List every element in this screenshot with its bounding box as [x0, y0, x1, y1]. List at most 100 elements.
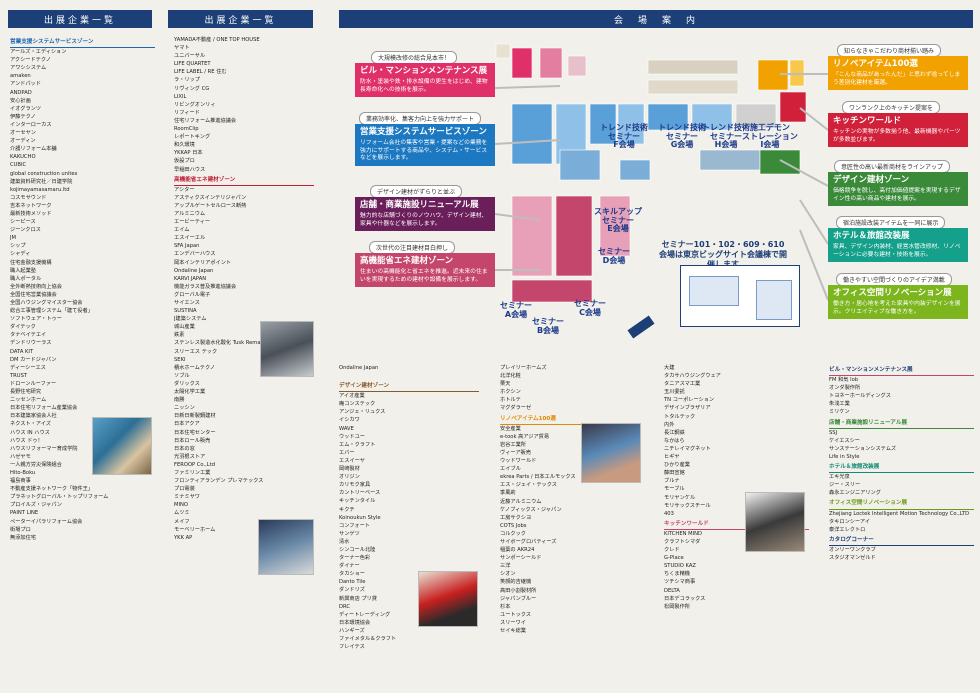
exhibitor-name: ダンドリズ [339, 587, 365, 594]
exhibitor-name: モーブル [664, 486, 685, 493]
exhibitor-name: J建築システム [174, 316, 207, 323]
booth-block [759, 149, 801, 175]
exhibitor-name: 日本の窓 [174, 445, 195, 452]
zone-desc: 防水・塗装や鉄・排水設備の更生をはじめ、建物長寿命化への技術を展示。 [360, 79, 488, 93]
exhibitor-name: フロンティアランデン プレマテックス [174, 478, 264, 485]
section-title: オフィス空間リノベーション展 [829, 499, 974, 509]
section-title: デザイン建材ゾーン [339, 382, 479, 392]
seminar-note: セミナー101・102・609・610 会場は東京ビッグサイト会議棟で開催します [659, 240, 787, 269]
exhibitor-photo [418, 571, 478, 627]
exhibitor-name: ジーンクロス [10, 227, 41, 234]
exhibitor-name: 岩谷工業所 [500, 441, 526, 448]
section-title: 店舗・商業施設リニューアル展 [829, 419, 974, 429]
exhibitor-name: 杉本 [500, 603, 511, 610]
exhibitor-name: 住宅リフォーム推進協議会 [174, 117, 237, 124]
exhibitor-name: エービーティー [174, 219, 211, 226]
exhibitor-name: ファイメタル＆クラフト [339, 636, 397, 642]
exhibitor-name: 全国住宅営業協議会 [10, 291, 57, 298]
booth-block [699, 149, 761, 171]
booth-block [559, 149, 601, 181]
exhibitor-name: オーセヤン [10, 130, 36, 137]
conference-building-inset [680, 265, 800, 327]
exhibitor-name: 一人親方労災保険組合 [10, 461, 62, 468]
exhibitor-name: 光羽根ストア [174, 453, 206, 460]
exhibitor-name: ターナー色彩 [339, 555, 371, 562]
connector-line [494, 139, 561, 145]
exhibitor-name: 季風莉 [500, 490, 516, 497]
exhibitor-name: リビングオンリィ [174, 101, 216, 108]
exhibitor-name: Danto Tile [339, 579, 366, 586]
exhibitor-name: ヴィーア販売 [500, 449, 531, 456]
exhibitor-name: amaken [10, 73, 31, 80]
exhibitor-name: Hito-Boku [10, 469, 36, 476]
exhibitor-name: global construction unites [10, 170, 78, 177]
exhibitor-name: キッチンタイル [339, 498, 376, 505]
booth-block [647, 59, 739, 75]
exhibitor-name: SUSTINA [174, 308, 197, 315]
exhibitor-name: CUBIC [10, 162, 27, 169]
exhibitor-name: ヤマト [174, 45, 190, 52]
exhibitor-name: アップルゲートセルロース断熱 [174, 202, 247, 209]
exhibitor-name: 和久環境 [174, 142, 195, 149]
exhibitor-name: プロ電装 [174, 486, 195, 493]
exhibitor-name: 全外断熱技術向上協会 [10, 283, 62, 290]
connector-line [494, 213, 541, 221]
exhibitor-name: 笑顔的吉継機 [500, 579, 532, 586]
exhibitor-name: ユートックス [500, 611, 531, 618]
exhibitor-name: 三洋 [500, 563, 511, 570]
zone-box-kitchen-world: キッチンワールド キッチンの実物が多数揃う他、最新機器やパーツが多数並びます。 [828, 113, 968, 147]
exhibitor-name: 福島商事 [10, 478, 31, 485]
exhibitor-name: ウッドユー [339, 433, 365, 440]
booth-block [555, 103, 587, 165]
exhibitor-name: ダリックス [174, 380, 200, 387]
exhibitor-name: 稲葉の AKR24 [500, 547, 535, 554]
seminar-room-label: セミナー C会場 [574, 299, 606, 317]
exhibitor-name: ANDPAD [10, 89, 32, 96]
exhibitor-name: 森永エンジニアリング [829, 490, 881, 497]
booth-block [539, 47, 563, 79]
section-title: 高機能省エネ建材ゾーン [174, 176, 314, 186]
exhibitor-name: タカショー [339, 571, 365, 578]
exhibitor-name: KARVI JAPAN [174, 275, 207, 282]
exhibitor-name: G-Place [664, 555, 684, 562]
exhibitor-name: 高田小割製材所 [500, 587, 537, 594]
zone-title: 店舗・商業施設リニューアル展 [360, 200, 479, 210]
exhibitor-name: プラネットグローバル・トップリフォーム [10, 494, 109, 501]
exhibitor-name: 日本ロール販売 [174, 437, 211, 444]
exhibitor-name: エスイーエル [174, 235, 206, 242]
exhibitor-name: レポートキング [174, 134, 211, 141]
exhibitor-name: ミナミサワ [174, 494, 200, 501]
exhibitor-name: 日本アクア [174, 421, 200, 428]
exhibitor-name: オリジン [339, 474, 360, 481]
exhibitor-name: 職人ポータル [10, 275, 42, 282]
exhibitor-name: ダイテック [10, 324, 36, 331]
exhibitor-name: クラフトシマダ [664, 538, 701, 545]
exhibitor-name: ソブル [174, 372, 190, 379]
exhibitor-name: デザインブラザリア [664, 405, 711, 412]
exhibitor-name: プロイルズ・ジャパン [10, 502, 62, 509]
seminar-room-label: セミナー D会場 [598, 247, 630, 265]
zone-box-store-renewal: 店舗・商業施設リニューアル展 魅力的な店舗づくりのノウハウ、デザイン建材、家具や… [355, 197, 495, 231]
exhibitor-name: プレイリーホームズ [500, 365, 547, 371]
exhibitor-name: Ondaline Japan [174, 267, 214, 274]
exhibitor-name: ヒギヤ [664, 454, 680, 461]
exhibitor-name: コルクック [500, 530, 526, 537]
exhibitor-name: エム・クラフト [339, 441, 376, 448]
exhibitor-name: e-took 高アジア貿易 [500, 433, 550, 440]
booth-block [567, 55, 587, 77]
exhibitor-name: スタジオマンゼルド [829, 554, 876, 561]
exhibitor-name: ブルナ [664, 478, 680, 485]
exhibitor-column-1: 営業支援システムサービスゾーン アールズ・エディションアクシードテクノアワシシス… [10, 36, 155, 686]
exhibitor-name: エスイーヤ [339, 457, 365, 464]
exhibitor-name: シーピース [10, 219, 36, 226]
exhibitor-photo [745, 492, 805, 552]
zone-title: オフィス空間リノベーション展 [833, 288, 952, 298]
seminar-room-label: スキルアップ セミナー E会場 [594, 207, 642, 233]
booth-block [511, 195, 553, 277]
entrance-arrow-icon [627, 315, 655, 339]
